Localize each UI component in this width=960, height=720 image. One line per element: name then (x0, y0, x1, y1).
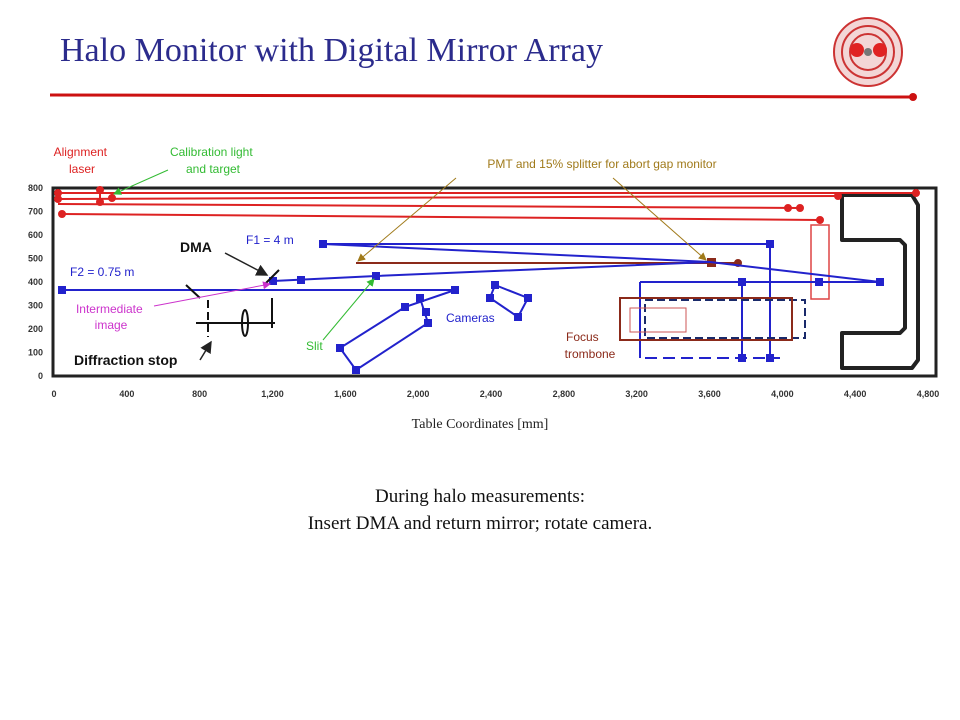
y-tick-label: 700 (28, 207, 43, 217)
diffraction-stop-optics (185, 269, 280, 337)
red-enclosure (810, 224, 830, 300)
trombone-inner-box (629, 307, 687, 333)
x-tick-label: 2,800 (553, 389, 576, 399)
label-cameras: Cameras (446, 311, 495, 325)
y-tick-label: 300 (28, 301, 43, 311)
camera-beams (336, 281, 532, 374)
caption: During halo measurements: Insert DMA and… (0, 483, 960, 537)
label-dma: DMA (180, 239, 212, 255)
label-intermediate-image: Intermediate image (76, 302, 146, 332)
y-tick-label: 500 (28, 254, 43, 264)
slide-title: Halo Monitor with Digital Mirror Array (60, 32, 603, 69)
x-tick-label: 2,000 (407, 389, 430, 399)
label-f1: F1 = 4 m (246, 233, 294, 247)
x-tick-label: 4,000 (771, 389, 794, 399)
y-tick-label: 800 (28, 183, 43, 193)
y-tick-label: 0 (38, 371, 43, 381)
x-tick-label: 800 (192, 389, 207, 399)
trombone-dashed-frame (644, 299, 806, 339)
y-tick-label: 100 (28, 348, 43, 358)
label-focus-trombone: Focus trombone (565, 330, 616, 361)
y-axis-ticks: 0 100 200 300 400 500 600 700 800 (28, 183, 43, 381)
x-tick-label: 3,200 (625, 389, 648, 399)
x-tick-label: 1,600 (334, 389, 357, 399)
label-diffraction-stop: Diffraction stop (74, 352, 177, 368)
x-tick-label: 1,200 (261, 389, 284, 399)
x-tick-label: 4,800 (917, 389, 940, 399)
x-tick-label: 3,600 (698, 389, 721, 399)
main-optical-beam (58, 240, 884, 362)
alignment-laser-beams (54, 186, 920, 224)
label-f2: F2 = 0.75 m (70, 265, 134, 279)
x-tick-label: 4,400 (844, 389, 867, 399)
title-rule (49, 93, 917, 101)
label-slit: Slit (306, 339, 323, 353)
x-tick-label: 400 (119, 389, 134, 399)
label-calibration: Calibration light and target (170, 145, 256, 176)
trombone-dashed-path (645, 281, 780, 359)
caption-line-2: Insert DMA and return mirror; rotate cam… (307, 513, 653, 534)
y-tick-label: 600 (28, 230, 43, 240)
lab-logo-icon (833, 17, 903, 87)
table-frame (51, 186, 938, 378)
x-axis-label: Table Coordinates [mm] (412, 417, 549, 432)
caption-line-1: During halo measurements: (374, 486, 585, 507)
beam-dump-structure (840, 193, 920, 370)
y-tick-label: 400 (28, 277, 43, 287)
x-tick-label: 2,400 (480, 389, 503, 399)
y-tick-label: 200 (28, 324, 43, 334)
label-pmt: PMT and 15% splitter for abort gap monit… (487, 157, 716, 171)
label-alignment-laser: Alignment laser (54, 145, 111, 176)
callout-arrows (113, 169, 707, 361)
focus-trombone-box (619, 297, 793, 341)
x-axis-ticks: 0 400 800 1,200 1,600 2,000 2,400 2,800 3,200 3,6… (51, 389, 939, 399)
x-tick-label: 0 (51, 389, 56, 399)
